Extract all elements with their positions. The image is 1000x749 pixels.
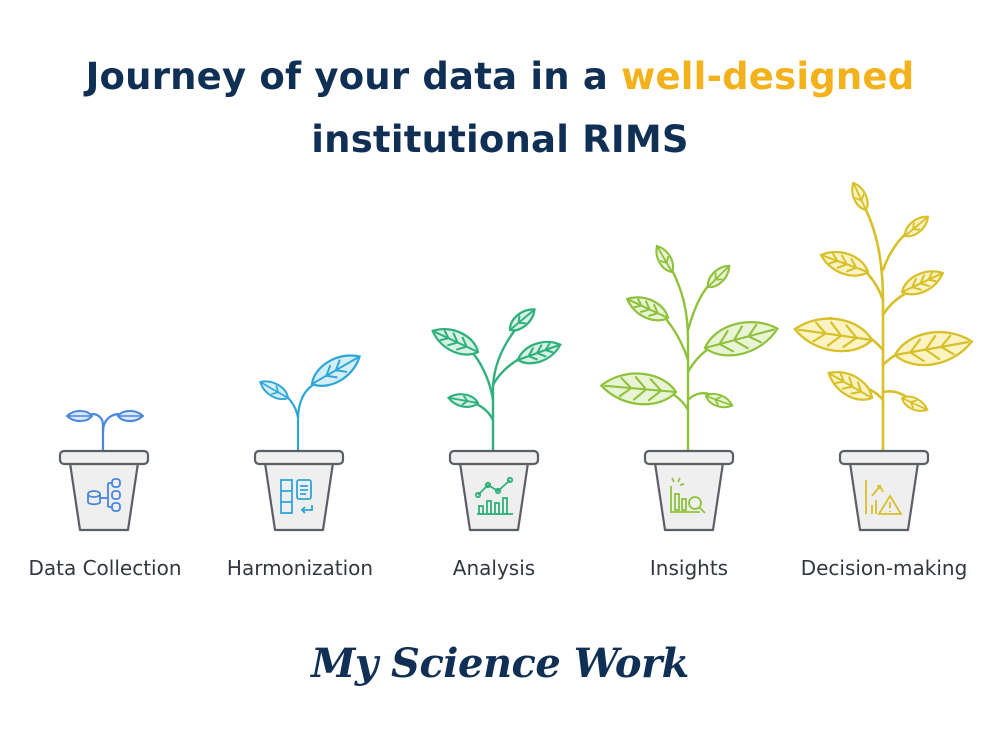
title-prefix: Journey of your data in a: [85, 55, 622, 98]
leaf-mid-right: [893, 330, 974, 367]
leaf-right: [117, 409, 144, 423]
stem: [296, 380, 320, 452]
leaf-top-left: [655, 244, 674, 274]
stage-label-insights: Insights: [649, 556, 729, 580]
stem: [670, 268, 690, 452]
stage-label-harmonization: Harmonization: [226, 556, 374, 580]
stem: [491, 328, 517, 452]
stem-branch-top-right: [686, 280, 714, 332]
leaf-small: [259, 380, 290, 400]
leaf-right-large: [516, 340, 562, 365]
leaf-low: [446, 393, 480, 408]
leaf-upper-left: [819, 250, 870, 277]
plant-data-collection: [66, 409, 144, 452]
title-highlight: well-designed: [621, 55, 915, 98]
leaf-low-right: [900, 395, 929, 412]
stem-branch-left: [468, 348, 495, 402]
decision-warning-icon: [865, 480, 903, 515]
stem: [90, 412, 105, 452]
leaf-low-right: [704, 392, 734, 409]
brand-logo: My Science Work: [311, 640, 689, 687]
grid-document-icon: [280, 479, 313, 514]
database-sync-icon: [87, 478, 121, 512]
plant-decision-making: [793, 181, 974, 452]
leaf-low-left: [599, 372, 678, 406]
stem-branch: [101, 412, 120, 434]
leaf-upper-right: [900, 270, 945, 296]
leaf-top-right: [903, 215, 930, 238]
leaf-mid-left: [793, 317, 874, 353]
page-title-line-2: institutional RIMS: [311, 118, 689, 161]
pot-analysis: [448, 449, 540, 532]
leaf-mid-left: [625, 296, 670, 322]
stage-label-decision-making: Decision-making: [800, 556, 968, 580]
stage-label-data-collection: Data Collection: [28, 556, 182, 580]
stem: [863, 206, 885, 452]
leaf-low-left: [827, 370, 874, 401]
leaf-top: [508, 308, 536, 332]
plant-analysis: [431, 308, 562, 452]
plant-insights: [599, 244, 780, 452]
pot-insights: [643, 449, 735, 532]
page-title-line-1: Journey of your data in a well-designed: [0, 55, 1000, 98]
stage-label-analysis: Analysis: [452, 556, 536, 580]
leaf-mid-right: [703, 320, 780, 357]
leaf-left: [66, 409, 93, 423]
plant-harmonization: [259, 354, 362, 452]
chart-magnifier-icon: [670, 477, 706, 514]
pot-data-collection: [58, 449, 150, 532]
line-bar-chart-icon: [474, 476, 514, 515]
leaf-top-right: [706, 264, 731, 289]
leaf-left-large: [431, 328, 480, 356]
leaf-large: [310, 354, 362, 387]
leaf-top: [851, 181, 869, 212]
pot-harmonization: [253, 449, 345, 532]
pot-decision-making: [838, 449, 930, 532]
